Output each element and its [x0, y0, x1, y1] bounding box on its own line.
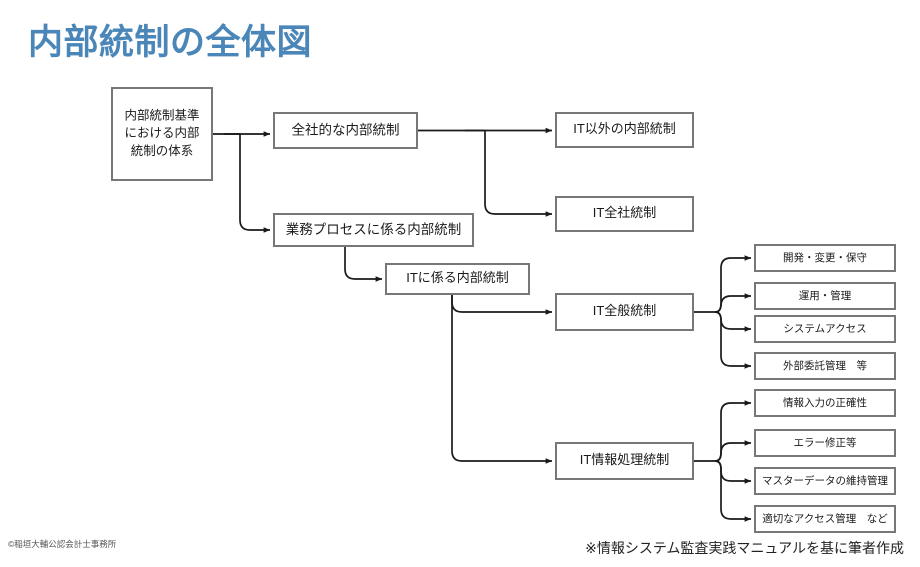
node-it-entity-wide: IT全社統制	[555, 196, 694, 232]
node-label: システムアクセス	[783, 323, 866, 335]
source-note: ※情報システム監査実践マニュアルを基に筆者作成	[585, 540, 904, 556]
node-system-access: システムアクセス	[754, 315, 896, 343]
edge-it-general-to-operation-management	[714, 293, 752, 313]
node-it-related: ITに係る内部統制	[385, 263, 530, 295]
node-business-process: 業務プロセスに係る内部統制	[273, 213, 474, 247]
edge-entity-wide-to-it-entity-wide	[484, 130, 553, 217]
node-box	[754, 467, 896, 495]
node-box	[754, 352, 896, 380]
node-master-data: マスターデータの維持管理	[754, 467, 896, 495]
edge-it-related-to-it-general	[451, 294, 553, 315]
node-dev-change-maint: 開発・変更・保守	[754, 244, 896, 272]
node-operation-management: 運用・管理	[754, 282, 896, 310]
node-box	[385, 263, 530, 295]
node-label: IT情報処理統制	[580, 452, 670, 467]
node-box	[555, 112, 694, 148]
node-it-processing: IT情報処理統制	[555, 442, 694, 480]
node-it-general: IT全般統制	[555, 293, 694, 331]
node-outsourcing-management: 外部委託管理 等	[754, 352, 896, 380]
node-entity-wide: 全社的な内部統制	[273, 112, 418, 149]
node-label: エラー修正等	[794, 436, 857, 449]
node-box	[754, 282, 896, 310]
node-label: IT全般統制	[593, 303, 657, 318]
node-label: 外部委託管理 等	[783, 359, 867, 372]
connector-layer	[212, 127, 752, 522]
node-box	[754, 429, 896, 457]
node-box	[273, 112, 418, 149]
node-box	[555, 196, 694, 232]
node-non-it: IT以外の内部統制	[555, 112, 694, 148]
node-box	[754, 505, 896, 533]
copyright-note: ©稲垣大輔公認会計士事務所	[8, 539, 117, 549]
edge-it-general-to-outsourcing-management	[714, 311, 752, 369]
node-label: 運用・管理	[799, 289, 852, 302]
node-label: 開発・変更・保守	[783, 251, 867, 264]
node-box	[273, 213, 474, 247]
page-title: 内部統制の全体図	[28, 23, 313, 62]
node-label: 情報入力の正確性	[783, 396, 867, 409]
node-box	[111, 87, 213, 181]
node-label: IT全社統制	[593, 205, 657, 220]
node-input-accuracy: 情報入力の正確性	[754, 389, 896, 417]
edge-business-process-to-it-related	[344, 246, 383, 282]
node-box	[555, 442, 694, 480]
node-label: 内部統制基準における内部統制の体系	[124, 108, 199, 159]
node-box	[555, 293, 694, 331]
node-label: ITに係る内部統制	[406, 270, 509, 285]
edge-it-related-to-it-processing	[451, 294, 553, 464]
node-label: マスターデータの維持管理	[762, 474, 888, 487]
node-label: 全社的な内部統制	[292, 121, 400, 137]
edge-it-processing-to-error-correction	[714, 440, 752, 462]
edge-it-processing-to-access-management	[714, 460, 752, 522]
node-error-correction: エラー修正等	[754, 429, 896, 457]
node-label: 適切なアクセス管理 など	[762, 512, 888, 525]
edge-root-to-business-process	[239, 134, 271, 233]
node-box	[754, 389, 896, 417]
node-box	[754, 315, 896, 343]
node-box	[754, 244, 896, 272]
node-label: IT以外の内部統制	[573, 121, 676, 136]
node-label: 業務プロセスに係る内部統制	[286, 222, 462, 237]
node-root: 内部統制基準における内部統制の体系	[111, 87, 213, 181]
node-access-management: 適切なアクセス管理 など	[754, 505, 896, 533]
